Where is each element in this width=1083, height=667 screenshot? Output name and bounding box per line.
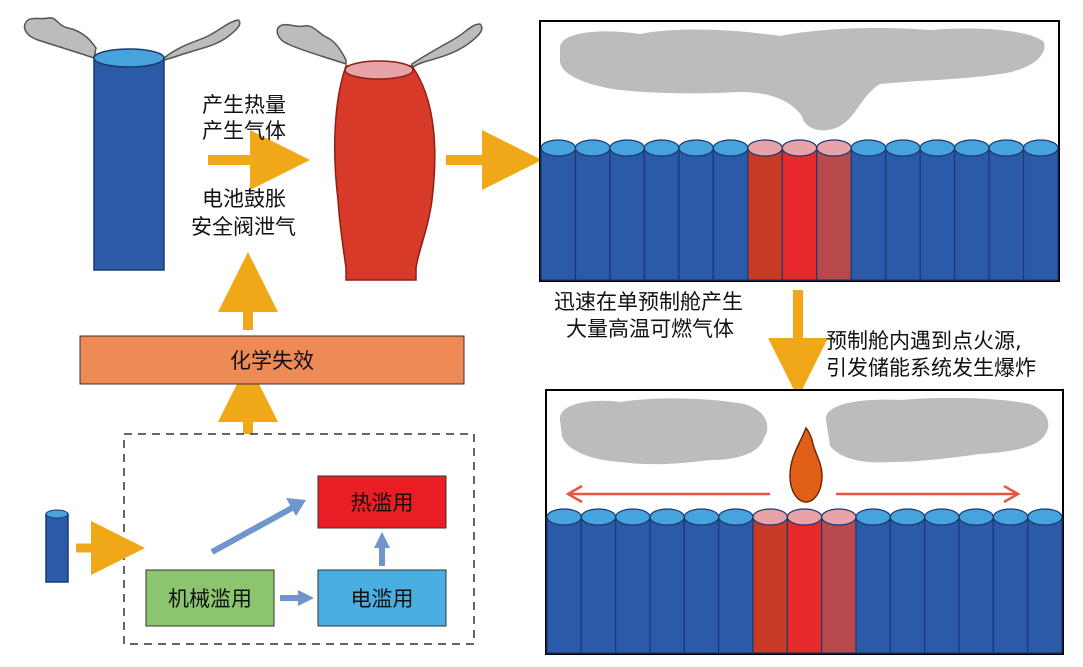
battery-cell	[540, 139, 577, 281]
hot-cell	[781, 139, 818, 281]
battery-cell	[924, 508, 960, 654]
battery-cell	[958, 508, 994, 654]
battery-cell	[988, 139, 1025, 281]
battery-cell	[580, 508, 617, 654]
hot-cell	[816, 139, 852, 281]
battery-cell	[649, 508, 685, 654]
hot-cell	[821, 508, 857, 654]
battery-cell	[992, 508, 1029, 654]
label-vent: 安全阀泄气	[191, 215, 296, 239]
hot-cell	[786, 508, 823, 654]
cell-row-top	[540, 139, 1059, 281]
battery-cell	[850, 139, 887, 281]
gas-cloud-large	[560, 28, 1045, 131]
gas-cloud-right	[825, 397, 1049, 463]
swollen-cell	[276, 23, 483, 281]
panel-gas-release	[539, 20, 1060, 282]
battery-cell	[678, 139, 714, 281]
battery-cell	[609, 139, 646, 281]
hot-cell	[752, 508, 788, 654]
battery-cell	[1027, 508, 1063, 654]
battery-cell	[855, 508, 891, 654]
battery-cell	[643, 139, 680, 281]
mechanical-abuse-label: 机械滥用	[168, 587, 252, 611]
battery-cell	[919, 139, 956, 281]
battery-cell	[889, 508, 926, 654]
battery-cell	[615, 508, 651, 654]
label-ignition-2: 引发储能系统发生爆炸	[826, 356, 1036, 380]
thermal-abuse-label: 热滥用	[350, 491, 414, 515]
battery-cell	[546, 508, 582, 654]
cell-row-bottom	[546, 508, 1063, 654]
abuse-flow	[45, 252, 475, 645]
hot-cell	[747, 139, 783, 281]
small-cell	[45, 513, 69, 583]
normal-cell	[23, 17, 241, 271]
vent-gas-right-2	[411, 23, 483, 70]
battery-cell	[718, 508, 754, 654]
electrical-abuse-label: 电滥用	[350, 587, 414, 611]
label-rapid-gas-1: 迅速在单预制舱产生	[554, 290, 743, 314]
chemical-failure-box	[79, 335, 465, 385]
thermal-abuse-box	[317, 475, 447, 529]
label-swelling: 电池鼓胀	[202, 187, 286, 211]
label-heat-generation: 产生热量	[202, 93, 286, 117]
panel-explosion	[545, 389, 1064, 655]
vent-gas-left	[23, 17, 97, 59]
flame-icon	[789, 426, 823, 503]
label-gas-generation: 产生气体	[202, 119, 286, 143]
battery-cell	[683, 508, 720, 654]
electrical-abuse-box	[317, 569, 447, 627]
battery-cell	[712, 139, 749, 281]
label-rapid-gas-2: 大量高温可燃气体	[566, 317, 734, 341]
gas-cloud-left	[559, 398, 768, 465]
battery-cell	[574, 139, 611, 281]
chemical-failure-label: 化学失效	[230, 349, 314, 373]
vent-gas-right	[163, 19, 241, 61]
battery-cell	[953, 139, 990, 281]
label-ignition-1: 预制舱内遇到点火源,	[826, 329, 1022, 353]
battery-cell	[1022, 139, 1059, 281]
mechanical-abuse-box	[145, 569, 275, 627]
battery-cell	[885, 139, 921, 281]
vent-gas-left-2	[276, 23, 347, 66]
